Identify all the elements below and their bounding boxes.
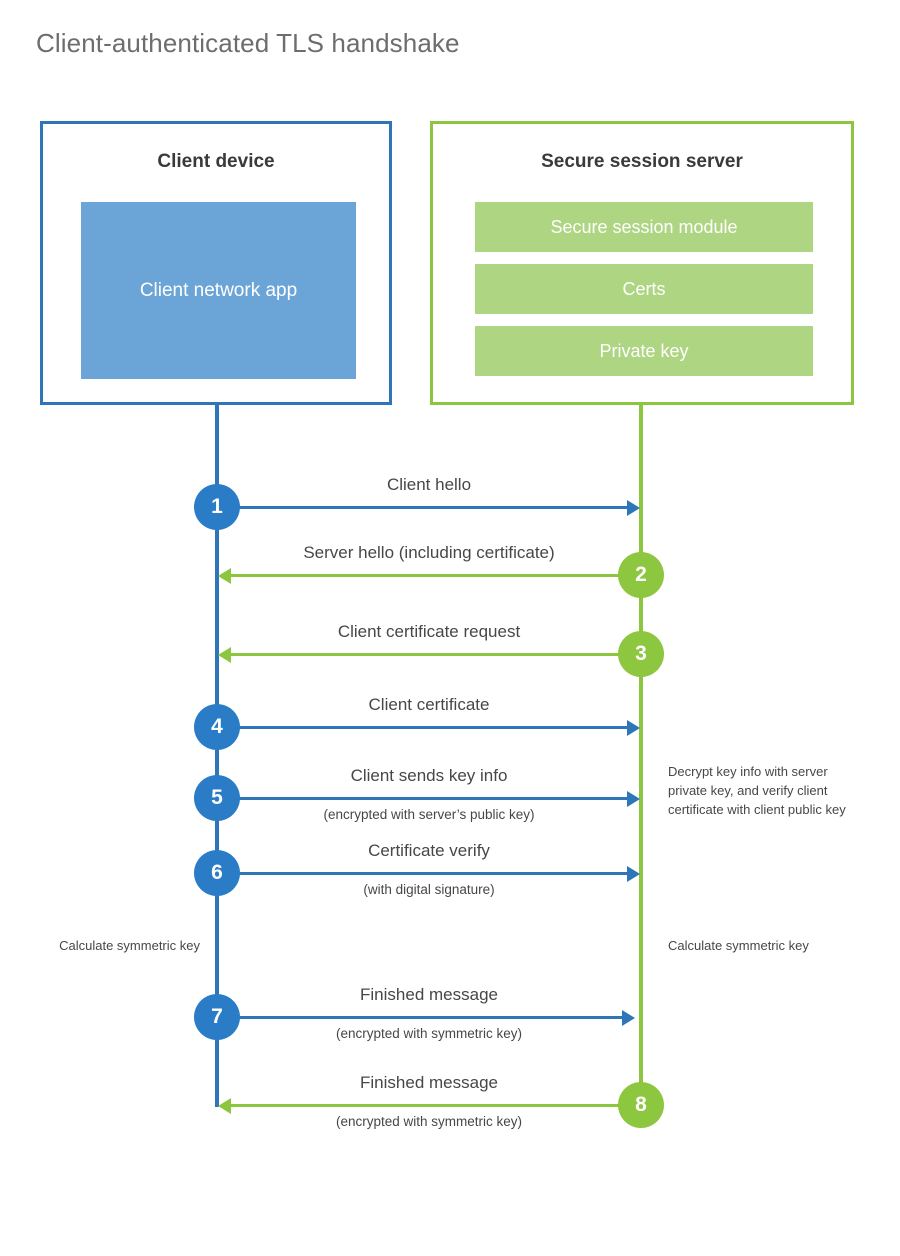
step-3-number-badge: 3 — [618, 631, 664, 677]
step-8-label: Finished message — [360, 1073, 498, 1092]
step-4-number-badge: 4 — [194, 704, 240, 750]
step-6-arrow-line — [218, 872, 627, 875]
actor-box-server: Secure session server Secure session mod… — [430, 121, 854, 405]
step-8-arrow-line — [231, 1104, 620, 1107]
step-6-number-badge: 6 — [194, 850, 240, 896]
step-7-arrow-line — [218, 1016, 622, 1019]
step-2-number-badge: 2 — [618, 552, 664, 598]
step-4-label: Client certificate — [368, 695, 490, 714]
server-module-certs: Certs — [475, 264, 813, 314]
step-5-sublabel: (encrypted with server’s public key) — [323, 807, 535, 822]
note-calculate-symmetric-key-server: Calculate symmetric key — [668, 938, 809, 953]
step-7-number-badge: 7 — [194, 994, 240, 1040]
step-2-arrow-head-left-icon — [218, 568, 231, 584]
step-3-arrow-head-left-icon — [218, 647, 231, 663]
step-5-label: Client sends key info — [350, 766, 508, 785]
step-1-number-badge: 1 — [194, 484, 240, 530]
step-5-arrow-head-right-icon — [627, 791, 640, 807]
note-decrypt-key-info: Decrypt key info with server private key… — [668, 764, 846, 817]
actor-box-client: Client device Client network app — [40, 121, 392, 405]
step-6-arrow-head-right-icon — [627, 866, 640, 882]
step-3-arrow-line — [231, 653, 620, 656]
secure-session-server-title: Secure session server — [541, 151, 743, 172]
server-module-secure-session-module: Secure session module — [475, 202, 813, 252]
step-8-arrow-head-left-icon — [218, 1098, 231, 1114]
step-3-label: Client certificate request — [337, 622, 521, 641]
client-device-title: Client device — [157, 151, 275, 172]
step-1-label: Client hello — [386, 475, 472, 494]
step-7-sublabel: (encrypted with symmetric key) — [335, 1026, 523, 1041]
note-calculate-symmetric-key-client: Calculate symmetric key — [59, 938, 200, 953]
lifeline-client — [215, 405, 219, 1107]
lifeline-server — [639, 405, 643, 1107]
step-6-label: Certificate verify — [368, 841, 490, 860]
step-1-arrow-line — [218, 506, 627, 509]
step-1-arrow-head-right-icon — [627, 500, 640, 516]
page-title: Client-authenticated TLS handshake — [36, 28, 460, 58]
step-4-arrow-line — [218, 726, 627, 729]
step-5-number-badge: 5 — [194, 775, 240, 821]
step-6-sublabel: (with digital signature) — [363, 882, 495, 897]
step-7-arrow-head-right-icon — [622, 1010, 635, 1026]
step-8-number-badge: 8 — [618, 1082, 664, 1128]
step-4-arrow-head-right-icon — [627, 720, 640, 736]
server-module-private-key: Private key — [475, 326, 813, 376]
client-network-app-block: Client network app — [81, 202, 356, 379]
step-8-sublabel: (encrypted with symmetric key) — [335, 1114, 523, 1129]
step-7-label: Finished message — [360, 985, 498, 1004]
step-2-arrow-line — [231, 574, 620, 577]
step-2-label: Server hello (including certificate) — [303, 543, 555, 562]
step-5-arrow-line — [218, 797, 627, 800]
